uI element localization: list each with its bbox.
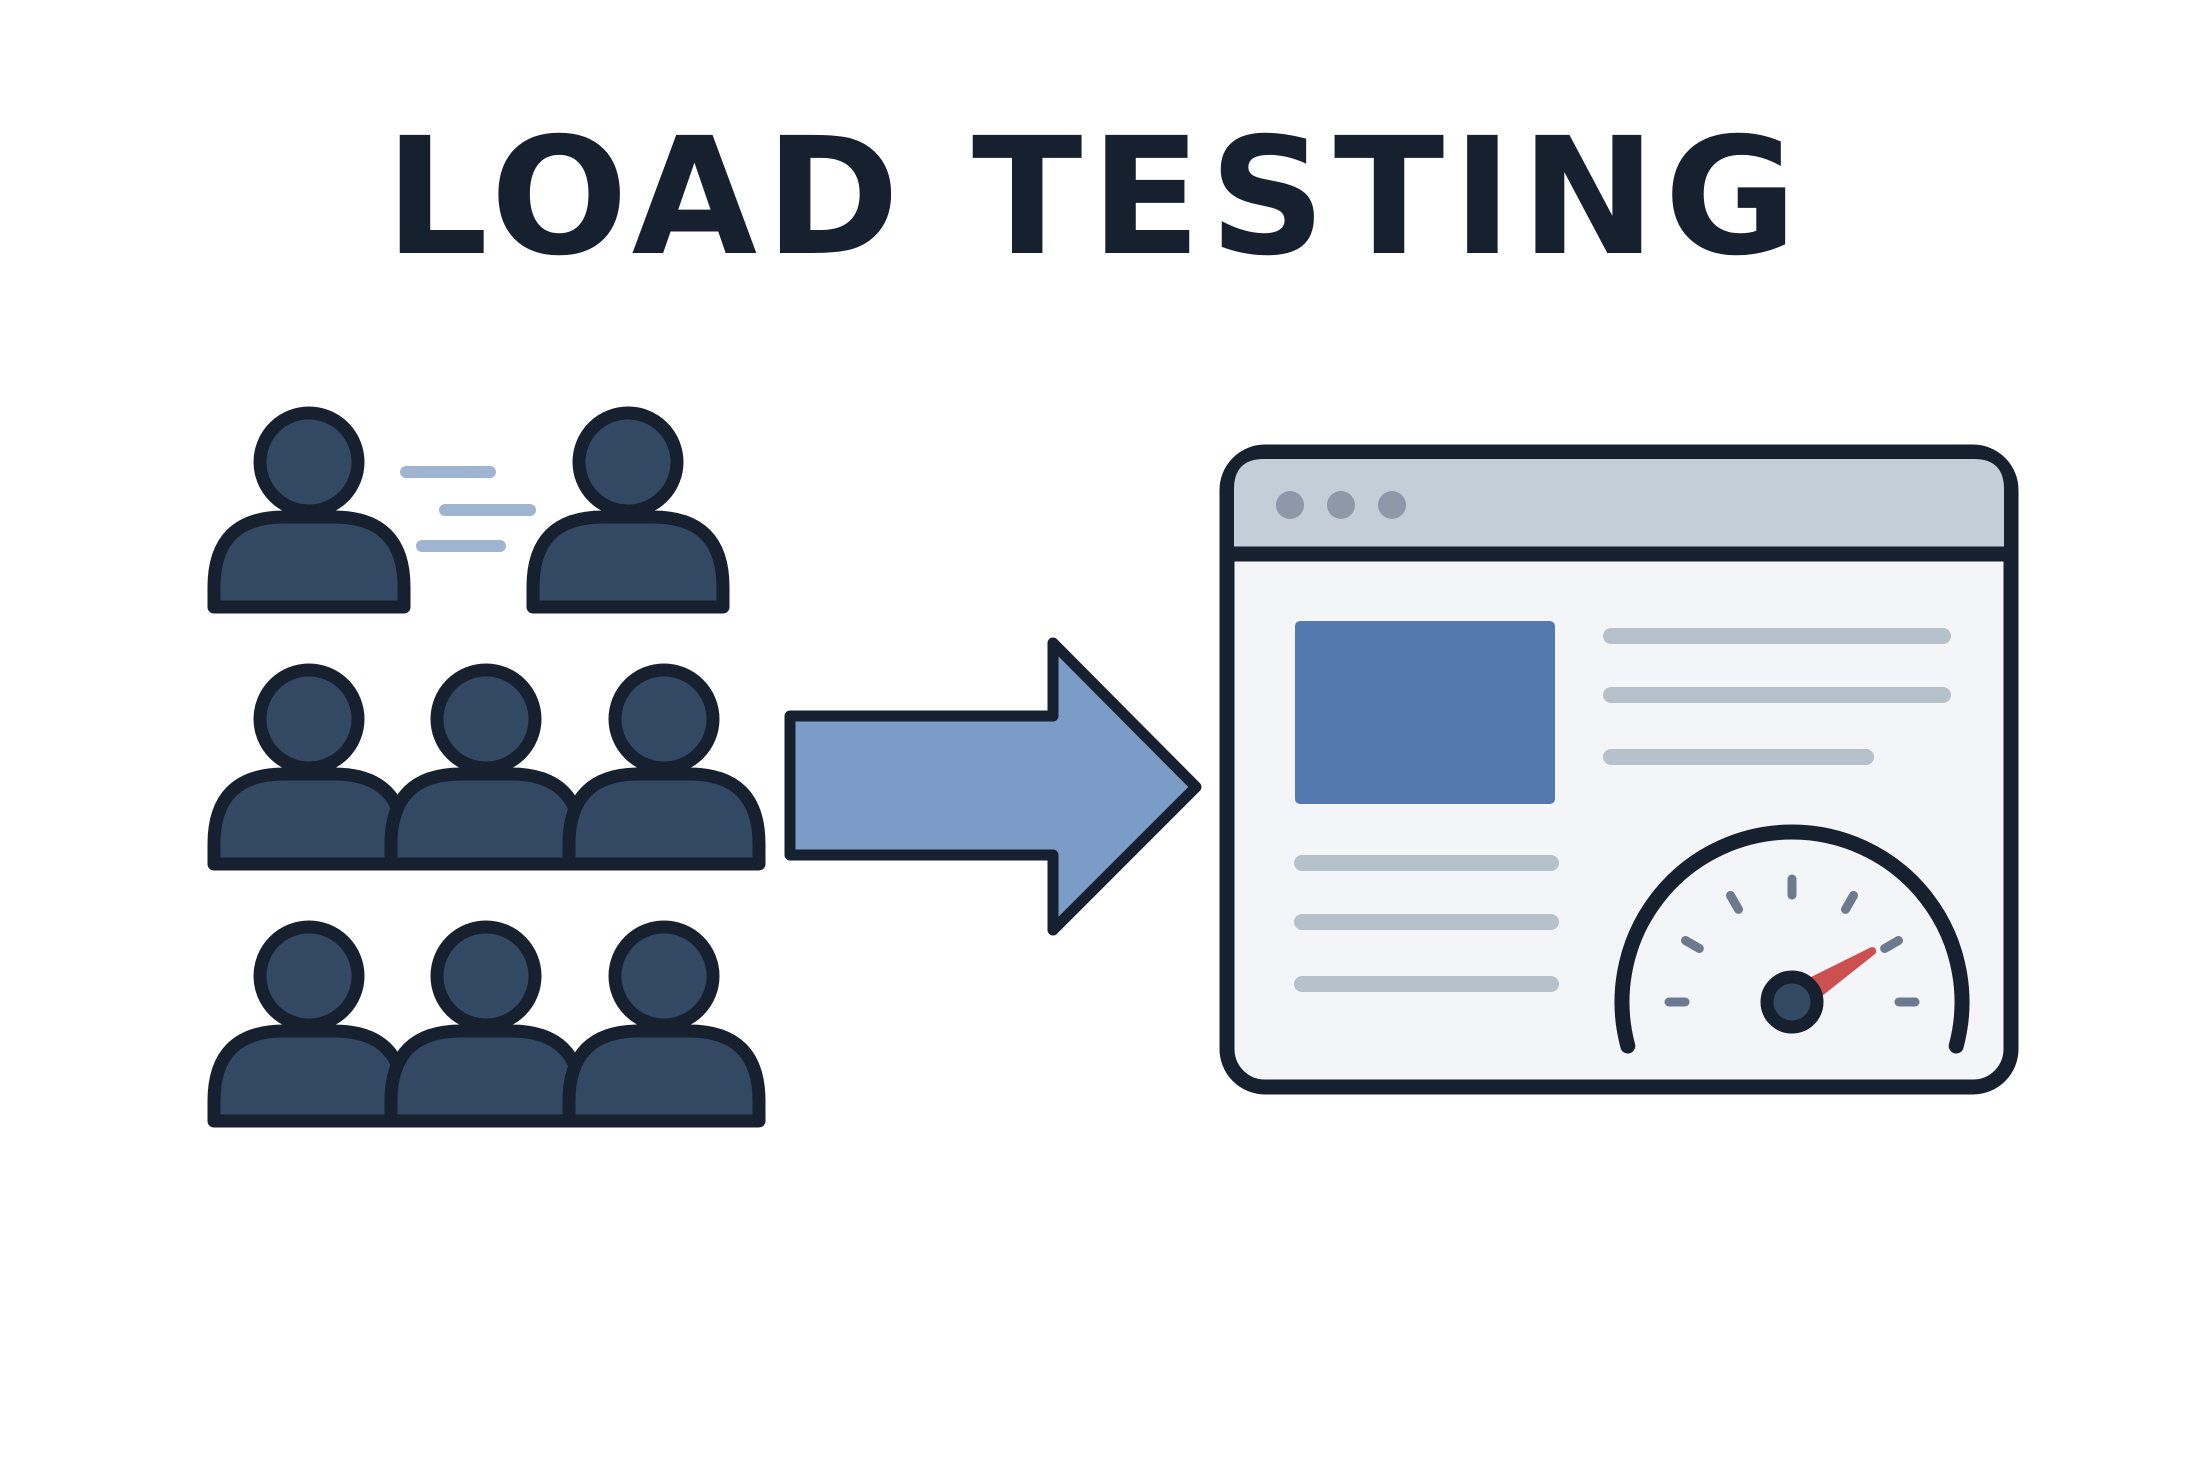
speed-lines — [400, 466, 536, 552]
person-icon — [207, 663, 411, 871]
person-icon — [384, 663, 588, 871]
person-body — [384, 1024, 588, 1128]
person-head — [430, 663, 542, 775]
image-placeholder — [1295, 621, 1555, 804]
page-title: LOAD TESTING — [385, 104, 1805, 292]
gauge-tick — [1726, 890, 1743, 914]
speedometer-icon — [1614, 824, 1970, 1054]
person-icon — [207, 406, 411, 614]
person-head — [253, 663, 365, 775]
person-body — [384, 767, 588, 871]
person-head — [430, 920, 542, 1032]
window-dot-icon — [1327, 491, 1355, 519]
gauge-hub — [1760, 970, 1824, 1034]
gauge-arc — [1614, 824, 1970, 1054]
person-body — [562, 767, 766, 871]
person-icon — [526, 406, 730, 614]
person-body — [526, 510, 730, 614]
person-head — [253, 920, 365, 1032]
person-icon — [562, 920, 766, 1128]
browser-window-icon — [1219, 444, 2019, 1095]
gauge-tick — [1841, 890, 1858, 914]
browser-titlebar — [1234, 459, 2004, 554]
window-dot-icon — [1276, 491, 1304, 519]
person-icon — [384, 920, 588, 1128]
window-dot-icon — [1378, 491, 1406, 519]
gauge-tick — [1880, 936, 1904, 953]
right-arrow-icon — [784, 637, 1202, 936]
users-group — [207, 406, 766, 1128]
person-icon — [562, 663, 766, 871]
person-body — [562, 1024, 766, 1128]
person-head — [608, 663, 720, 775]
person-head — [572, 406, 684, 518]
person-icon — [207, 920, 411, 1128]
person-body — [207, 1024, 411, 1128]
person-body — [207, 767, 411, 871]
person-body — [207, 510, 411, 614]
gauge-tick — [1680, 936, 1704, 953]
person-head — [253, 406, 365, 518]
person-head — [608, 920, 720, 1032]
